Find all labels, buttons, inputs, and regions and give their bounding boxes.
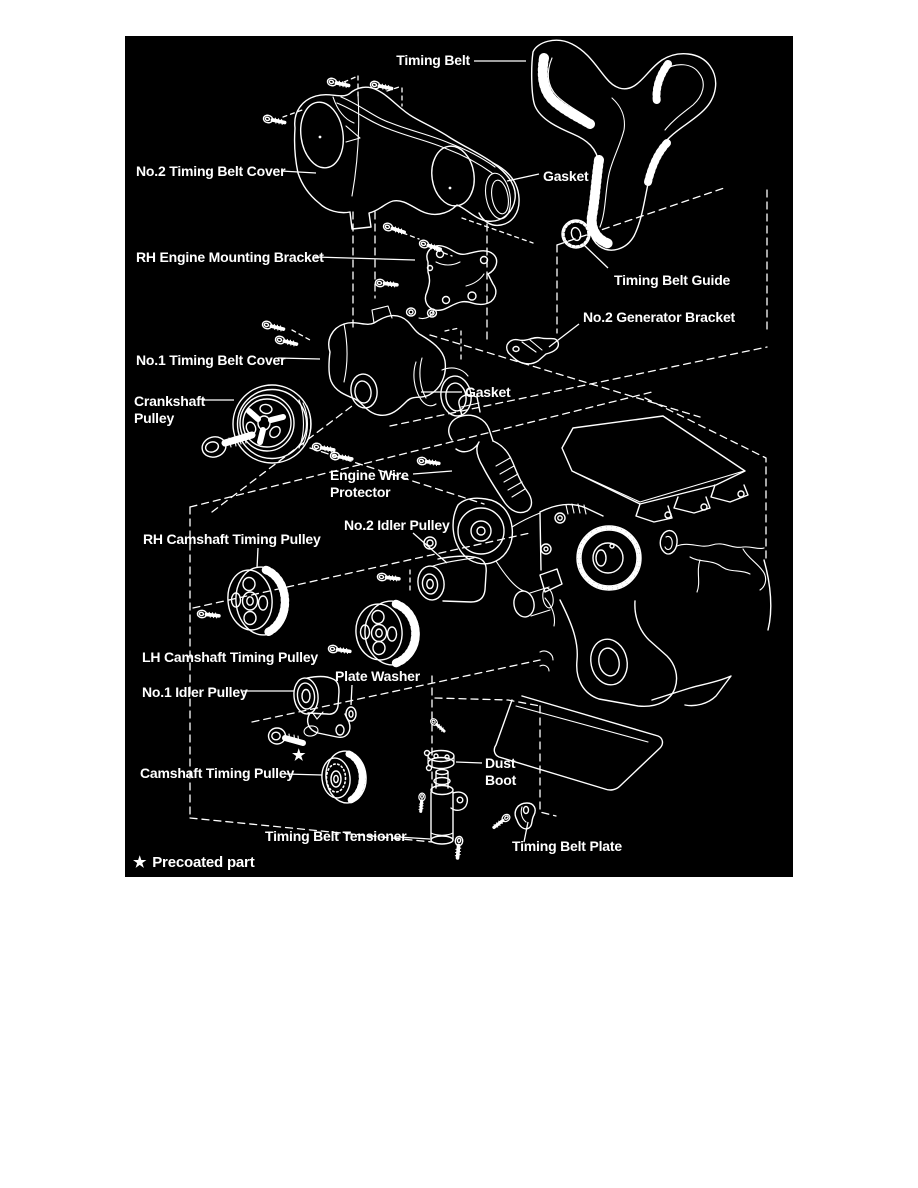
part-label-timing-belt-plate: Timing Belt Plate [512,821,623,854]
part-label-timing-belt: Timing Belt [396,52,526,68]
part-label-timing-belt-guide: Timing Belt Guide [583,244,731,288]
part-label-no1-timing-belt-cover: No.1 Timing Belt Cover [136,352,321,368]
part-label-no2-idler-pulley: No.2 Idler Pulley [344,517,450,564]
valve-cover-plate [561,415,749,523]
leader-line-rh-engine-mounting-bracket [314,256,416,261]
part-label-text-camshaft-timing-pulley: Camshaft Timing Pulley [140,765,294,781]
part-label-text-no2-generator-bracket: No.2 Generator Bracket [583,309,736,325]
wire-harness [659,529,767,593]
part-label-gasket-upper: Gasket [506,168,589,184]
leader-line-timing-belt-tensioner [397,836,431,840]
no1-timing-belt-cover-drawing [328,305,472,417]
part-label-text-timing-belt-guide: Timing Belt Guide [614,272,731,288]
part-label-text-timing-belt-tensioner: Timing Belt Tensioner [265,828,407,844]
rear-timing-cover [423,497,541,592]
leader-line-plate-washer [350,684,353,706]
part-label-text-gasket-upper: Gasket [543,168,589,184]
leader-line-no2-timing-belt-cover [280,170,317,174]
part-label-text-no2-timing-belt-cover: No.2 Timing Belt Cover [136,163,286,179]
leader-line-no1-timing-belt-cover [277,357,321,360]
dust-boot-drawing [423,749,455,772]
leader-line-timing-belt-plate [523,821,529,843]
part-label-plate-washer: Plate Washer [335,668,421,706]
star-icon: ★ [292,747,306,764]
part-label-text-no2-idler-pulley: No.2 Idler Pulley [344,517,450,533]
part-label-timing-belt-tensioner: Timing Belt Tensioner [265,828,431,844]
camshaft-timing-pulley-drawing [321,750,367,805]
water-pump-stub [513,586,554,618]
oil-pan [493,695,664,791]
part-label-text-timing-belt: Timing Belt [396,52,470,68]
leader-line-camshaft-timing-pulley [284,773,323,776]
timing-belt-tensioner-drawing [430,768,469,845]
part-label-camshaft-timing-pulley: Camshaft Timing Pulley [140,765,323,781]
no2-generator-bracket-drawing [506,336,560,365]
no2-idler-pulley-drawing [417,555,487,603]
part-label-text-rh-engine-mounting-bracket: RH Engine Mounting Bracket [136,249,324,265]
no2-timing-belt-cover-drawing [293,86,520,230]
figure-background [125,36,793,877]
star-icon: ★ [133,854,147,871]
leader-line-engine-wire-protector [412,470,453,475]
engine-wire-protector-drawing [448,394,533,514]
plate-washer-drawing [345,706,357,722]
precoated-bolt-drawing [267,727,306,746]
leader-line-timing-belt-guide [583,244,609,269]
part-label-text-rh-camshaft-timing-pulley: RH Camshaft Timing Pulley [143,531,321,547]
lh-camshaft-timing-pulley-drawing [355,599,420,668]
leader-line-no2-idler-pulley [412,532,448,564]
leader-line-dust-boot [455,761,483,764]
no1-idler-pulley-drawing [293,675,351,738]
part-label-gasket-lower: Gasket [421,384,511,400]
rh-engine-mounting-bracket-drawing [405,245,498,320]
part-label-text-no1-timing-belt-cover: No.1 Timing Belt Cover [136,352,286,368]
engine-block-drawing [423,415,772,791]
leader-line-rh-camshaft-timing-pulley [256,547,259,569]
part-label-no2-timing-belt-cover: No.2 Timing Belt Cover [136,163,317,179]
part-label-text-plate-washer: Plate Washer [335,668,421,684]
part-label-no1-idler-pulley: No.1 Idler Pulley [142,684,294,700]
leader-line-gasket-upper [506,173,540,182]
timing-belt-guide-drawing [561,219,591,249]
part-label-text-lh-camshaft-timing-pulley: LH Camshaft Timing Pulley [142,649,318,665]
rh-camshaft-timing-pulley-drawing [227,565,290,638]
part-label-text-gasket-lower: Gasket [465,384,511,400]
crankshaft-pulley-drawing [201,384,312,464]
leader-line-no2-generator-bracket [548,323,580,348]
gasket-upper-drawing [484,172,512,220]
part-label-rh-camshaft-timing-pulley: RH Camshaft Timing Pulley [143,531,321,569]
timing-belt-plate-drawing [514,802,536,830]
part-label-text-timing-belt-plate: Timing Belt Plate [512,838,622,854]
timing-belt-drawing [530,39,717,251]
crank-hub [576,525,642,591]
part-label-no2-generator-bracket: No.2 Generator Bracket [548,309,736,348]
crankshaft-pulley-bolt [201,431,256,458]
part-label-rh-engine-mounting-bracket: RH Engine Mounting Bracket [136,249,416,265]
part-label-lh-camshaft-timing-pulley: LH Camshaft Timing Pulley [142,649,319,665]
precoated-part-footnote: ★Precoated part [133,854,255,871]
part-label-text-no1-idler-pulley: No.1 Idler Pulley [142,684,248,700]
